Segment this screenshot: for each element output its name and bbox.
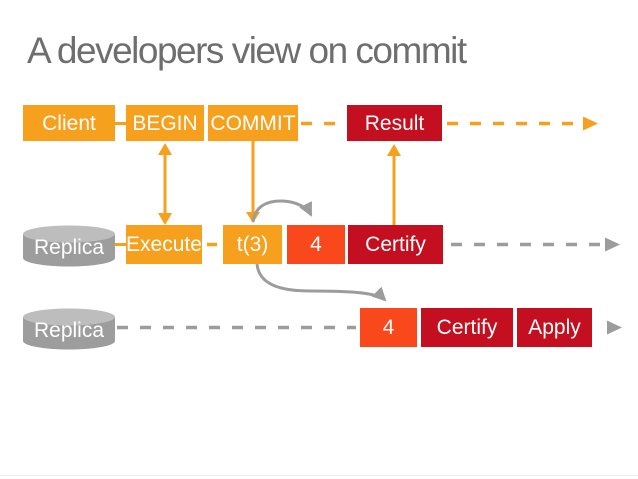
- replica1-timeline-arrowhead-icon: [605, 237, 620, 252]
- node-begin: BEGIN: [126, 105, 204, 141]
- slide-title: A developers view on commit: [27, 30, 467, 71]
- t3-to-four-loop-arrow-icon: [251, 199, 313, 223]
- node-certify-replica2: Certify: [421, 308, 513, 347]
- t3-to-replica2-four-arrow-icon: [255, 263, 387, 302]
- node-apply: Apply: [517, 308, 592, 347]
- replica2-timeline-arrowhead-icon: [607, 320, 622, 335]
- node-commit: COMMIT: [208, 105, 298, 141]
- node-result: Result: [347, 105, 442, 141]
- node-four-replica1: 4: [287, 225, 345, 264]
- node-four-replica2: 4: [360, 308, 417, 347]
- client-timeline-arrowhead-icon: [583, 116, 598, 131]
- node-execute: Execute: [126, 225, 202, 264]
- replica1-label: Replica: [33, 236, 105, 259]
- node-certify-replica1: Certify: [348, 225, 443, 264]
- begin-execute-double-arrow-icon: [158, 143, 172, 225]
- replica2-label: Replica: [33, 319, 105, 342]
- certify-result-arrow-icon: [387, 144, 401, 225]
- commit-t3-arrow-icon: [246, 141, 260, 223]
- node-client: Client: [23, 105, 115, 141]
- slide-bottom-edge: [0, 475, 638, 476]
- node-t3: t(3): [223, 225, 282, 264]
